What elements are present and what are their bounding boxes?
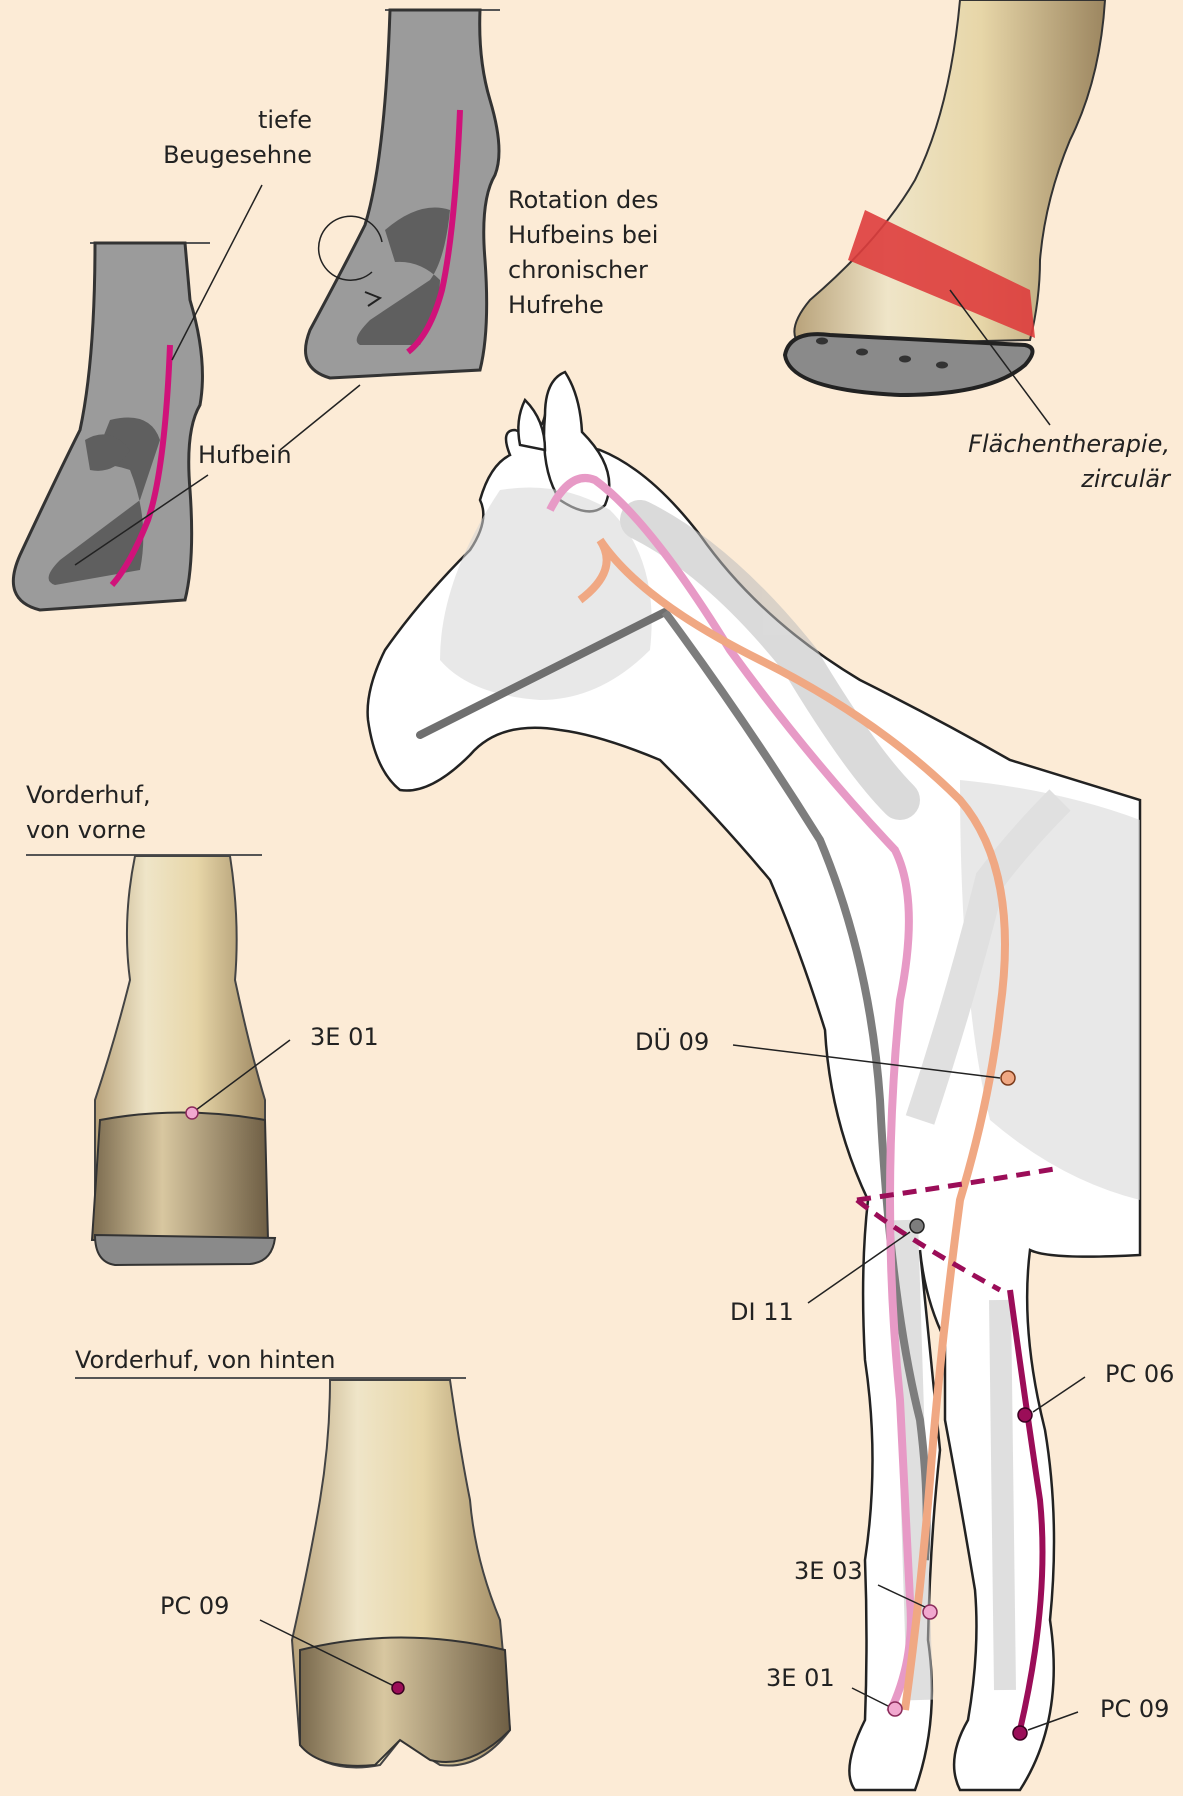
label-pc06: PC 06 xyxy=(1105,1360,1174,1388)
hoof-section-healthy xyxy=(13,243,210,610)
nail-hole xyxy=(936,362,948,369)
label-rotation-line3: chronischer xyxy=(508,256,648,284)
front-view-point-label: 3E 01 xyxy=(310,1023,379,1051)
nail-hole xyxy=(899,356,911,363)
label-rotation-line2: Hufbeins bei xyxy=(508,221,658,249)
nail-hole xyxy=(856,349,868,356)
point-pc09 xyxy=(1013,1726,1027,1740)
label-rotation-line1: Rotation des xyxy=(508,186,659,214)
back-view-point-label: PC 09 xyxy=(160,1592,229,1620)
ear-left xyxy=(518,400,545,450)
front-hoof-back-view: Vorderhuf, von hinten PC 09 xyxy=(75,1346,510,1768)
label-rotation-line4: Hufrehe xyxy=(508,291,604,319)
front-view-title-line1: Vorderhuf, xyxy=(26,781,151,809)
front-view-title-line2: von vorne xyxy=(26,816,146,844)
nail-hole xyxy=(816,338,828,345)
label-di11: DI 11 xyxy=(730,1298,794,1326)
point-di11 xyxy=(910,1219,924,1233)
hoof-section-rotated xyxy=(306,10,501,378)
leader-line xyxy=(1033,1377,1085,1412)
front-horseshoe xyxy=(95,1235,275,1265)
label-3e03: 3E 03 xyxy=(794,1557,863,1585)
point-du09 xyxy=(1001,1071,1015,1085)
point-3e01 xyxy=(888,1702,902,1716)
bandaged-leg: Flächentherapie, zirculär xyxy=(785,0,1172,493)
label-tendon-line2: Beugesehne xyxy=(163,141,312,169)
leader-line xyxy=(280,385,360,450)
point-pc06 xyxy=(1018,1408,1032,1422)
label-surface-therapy-line2: zirculär xyxy=(1080,465,1172,493)
point-pc09-back xyxy=(392,1682,404,1694)
label-pc09: PC 09 xyxy=(1100,1695,1169,1723)
front-hoof-front-view: Vorderhuf, von vorne 3E 01 xyxy=(26,781,379,1265)
back-view-title: Vorderhuf, von hinten xyxy=(75,1346,335,1374)
horse-figure: DÜ 09 DI 11 PC 06 3E 03 3E 01 PC 09 xyxy=(368,372,1175,1790)
label-du09: DÜ 09 xyxy=(635,1027,709,1056)
foreleg-bone-right xyxy=(1000,1300,1005,1690)
heel-bulbs xyxy=(300,1638,510,1766)
point-3e01-front xyxy=(186,1107,198,1119)
point-3e03 xyxy=(923,1605,937,1619)
label-3e01: 3E 01 xyxy=(766,1664,835,1692)
front-hoof-wall xyxy=(92,1113,268,1241)
label-surface-therapy-line1: Flächentherapie, xyxy=(968,430,1170,458)
label-tendon-line1: tiefe xyxy=(258,106,312,134)
label-coffin-bone: Hufbein xyxy=(198,441,292,469)
